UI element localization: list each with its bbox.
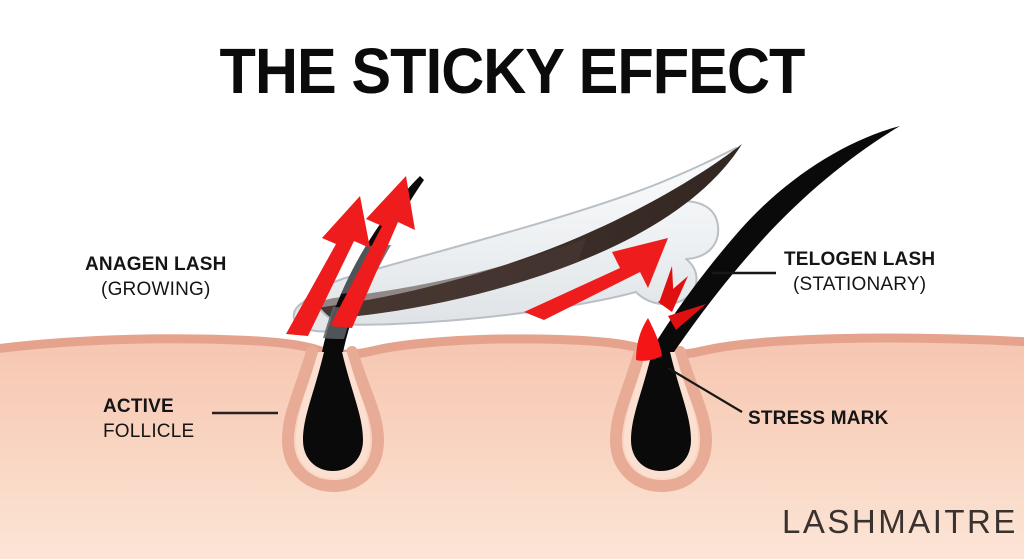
label-stress-mark: STRESS MARK	[748, 408, 889, 429]
brand-watermark: LASHMAITRE	[782, 503, 1018, 540]
follicle-left-sheath	[282, 346, 384, 492]
label-telogen-lash-primary: TELOGEN LASH	[784, 249, 936, 270]
follicle-left-bulb	[303, 352, 363, 471]
skin-surface	[0, 333, 1024, 559]
stress-spike-3	[660, 266, 674, 306]
follicle-right-bulb	[631, 352, 691, 471]
follicle-right-sheath	[610, 346, 712, 492]
extension-lash-shade	[309, 238, 586, 319]
label-telogen-lash: TELOGEN LASH (STATIONARY)	[784, 247, 935, 297]
leader-line-stress-mark	[667, 367, 743, 413]
label-active-follicle-secondary: FOLLICLE	[103, 421, 195, 442]
stress-mark-core	[636, 318, 662, 361]
follicle-right	[610, 346, 712, 492]
page-title: THE STICKY EFFECT	[219, 35, 806, 107]
skin-top-edge	[0, 333, 1024, 359]
adhesive-bond	[297, 147, 737, 326]
follicle-left	[282, 346, 384, 492]
skin-body	[0, 338, 1024, 559]
natural-lash-right	[650, 126, 900, 352]
label-anagen-lash-secondary: (GROWING)	[101, 279, 211, 300]
arrow-tension	[524, 238, 668, 320]
label-active-follicle: ACTIVE FOLLICLE	[103, 394, 194, 444]
label-anagen-lash-primary: ANAGEN LASH	[85, 254, 227, 275]
label-telogen-lash-secondary: (STATIONARY)	[792, 274, 927, 295]
natural-lash-right-shaft	[650, 126, 900, 352]
label-active-follicle-primary: ACTIVE	[103, 396, 174, 417]
arrow-growth-1	[286, 196, 370, 336]
arrow-growth-2	[330, 176, 415, 328]
stress-mark-spikes	[636, 266, 706, 361]
label-anagen-lash: ANAGEN LASH (GROWING)	[85, 252, 227, 302]
stress-spike-2	[668, 304, 706, 330]
